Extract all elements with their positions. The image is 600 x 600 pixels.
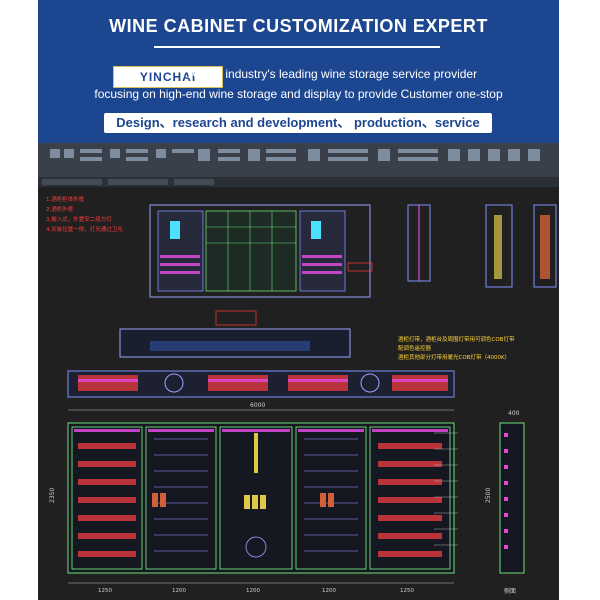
front-elevation-top [149,204,373,298]
overall-width-label: 6000 [250,402,265,409]
svg-text:1250: 1250 [98,588,112,594]
note-2: 2,酒柜外框 [46,205,74,213]
svg-text:1200: 1200 [172,588,186,594]
note-4: 4,安装位置一侧，灯光通过卫光 [46,225,123,233]
intro-line-2: focusing on high-end wine storage and di… [94,87,503,101]
plan-view [119,310,351,358]
brand-logo: YINCHAI [113,66,223,88]
note-1: 1,酒柜柜体外框 [46,195,85,203]
plan-strip [67,370,455,398]
page-title: WINE CABINET CUSTOMIZATION EXPERT [109,16,488,36]
svg-text:1250: 1250 [400,588,414,594]
cad-file-tabs [38,177,559,187]
cad-screenshot: 1,酒柜柜体外框 2,酒柜外框 3,嵌入式，外置安二组方灯 4,安装位置一侧，灯… [38,143,559,600]
main-elevation: 6000 [49,402,455,594]
height-label: 2350 [49,488,56,503]
title-underline [154,46,440,48]
note-3: 3,嵌入式，外置安二组方灯 [46,215,112,223]
side-width-label: 400 [508,410,520,417]
side-views-top [407,204,557,288]
side-height-label: 2500 [485,488,492,503]
header-banner: WINE CABINET CUSTOMIZATION EXPERT YINCHA… [38,0,559,143]
svg-text:酒柜其他部分灯带用暖光COB灯带（4000K）: 酒柜其他部分灯带用暖光COB灯带（4000K） [398,353,510,361]
lighting-note: 酒柜灯带，酒柜台及周围灯带用可调色COB灯带 配调色遥控器 酒柜其他部分灯带用暖… [398,335,515,361]
leader-notes [434,432,458,546]
svg-text:配调色遥控器: 配调色遥控器 [398,344,432,352]
svg-text:酒柜灯带，酒柜台及周围灯带用可调色COB灯带: 酒柜灯带，酒柜台及周围灯带用可调色COB灯带 [398,335,515,343]
side-elevation: 400 2500 侧面 [485,410,525,595]
services-pill: Design、research and development、 product… [104,113,492,133]
side-view-label: 侧面 [504,587,516,595]
toolbar-icons [42,149,540,185]
cad-drawing: 1,酒柜柜体外框 2,酒柜外框 3,嵌入式，外置安二组方灯 4,安装位置一侧，灯… [42,149,557,595]
intro-line-1: As the industry's leading wine storage s… [188,67,478,81]
svg-text:1200: 1200 [322,588,336,594]
cad-notes: 1,酒柜柜体外框 2,酒柜外框 3,嵌入式，外置安二组方灯 4,安装位置一侧，灯… [46,195,123,233]
svg-text:1200: 1200 [246,588,260,594]
